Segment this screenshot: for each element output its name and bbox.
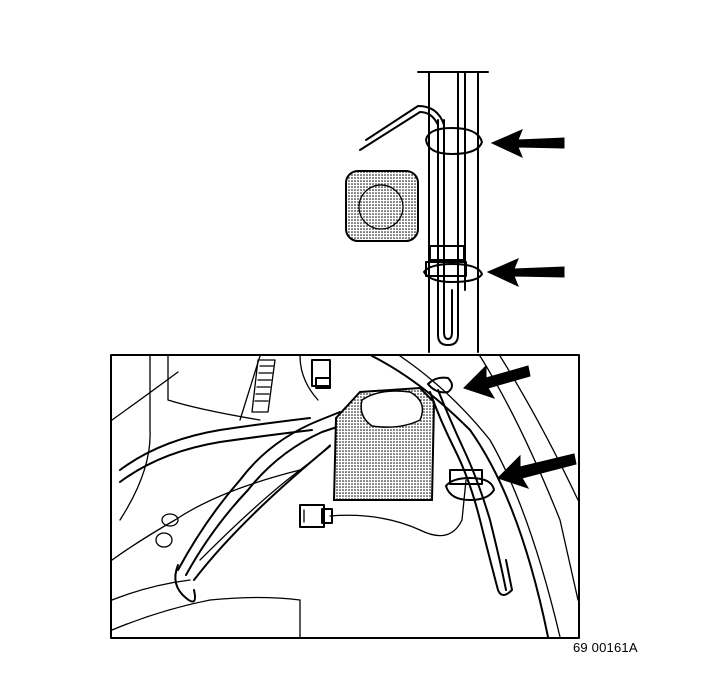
arrow-lower-2-icon [497, 453, 577, 489]
arrow-upper-2-icon [486, 258, 565, 287]
upper-detail [359, 71, 489, 353]
arrow-lower-1-icon [463, 364, 531, 399]
connector-plug-icon [299, 504, 333, 528]
lower-detail [110, 354, 580, 639]
arrow-upper-1-icon [490, 129, 565, 158]
vent-grille [251, 359, 276, 413]
figure-reference-code: 69 00161A [573, 640, 638, 655]
hatched-module-icon [332, 386, 436, 501]
hatched-cap-icon [345, 170, 419, 242]
